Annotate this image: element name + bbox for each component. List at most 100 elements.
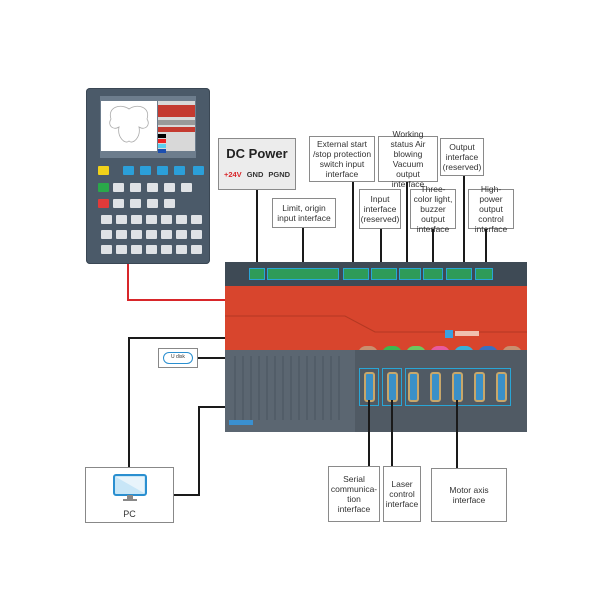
- wire-pc-bottom-v: [198, 406, 200, 496]
- key-green: [98, 183, 109, 192]
- key-num-4: [146, 215, 157, 224]
- label-three-color-light: Three-color light, buzzer output interfa…: [410, 184, 456, 234]
- key-num-6: [116, 230, 127, 239]
- key-num-2: [116, 215, 127, 224]
- wire-serial: [368, 400, 370, 466]
- butterfly-graphic-icon: [109, 105, 149, 143]
- key-num-12: [146, 245, 157, 254]
- label-external-start-stop: External start /stop protection switch i…: [309, 136, 375, 182]
- dc-power-box: DC Power +24V GND PGND: [218, 138, 296, 190]
- usb-drive-box: U disk: [158, 348, 198, 368]
- label-output-reserved: Output interface (reserved): [440, 138, 484, 176]
- key-nav-1: [161, 215, 172, 224]
- key-function-2: [140, 166, 151, 175]
- key-function-3: [157, 166, 168, 175]
- wire-pc-bottom-h: [198, 406, 225, 408]
- key-row1-4: [164, 183, 175, 192]
- key-nav-8: [176, 245, 187, 254]
- key-row2-1: [113, 199, 124, 208]
- label-working-status: Working status Air blowing Vacuum output…: [378, 129, 438, 189]
- panel-cable: [127, 264, 129, 300]
- key-nav-3: [191, 215, 202, 224]
- label-serial: Serial communica-tion interface: [328, 466, 380, 522]
- label-motor-axis: Motor axis interface: [431, 468, 507, 522]
- terminal-block-high-power: [475, 268, 493, 280]
- wire-limit-origin: [302, 228, 304, 270]
- key-row2-2: [130, 199, 141, 208]
- terminal-block-power: [249, 268, 265, 280]
- wire-external-start-stop: [352, 182, 354, 270]
- wire-usb: [198, 357, 225, 359]
- board-red-cover: [225, 286, 527, 352]
- board-vent-panel: [225, 350, 355, 432]
- serial-db9-connector[interactable]: [364, 372, 375, 402]
- key-yellow: [98, 166, 109, 175]
- motor-axis-connector-5[interactable]: [496, 372, 507, 402]
- terminal-block-input: [371, 268, 397, 280]
- panel-cable-horizontal: [127, 299, 225, 301]
- motor-axis-connector-2[interactable]: [430, 372, 441, 402]
- pin-24v: +24V: [223, 170, 242, 179]
- usb-drive-icon: U disk: [163, 352, 193, 364]
- key-row2-4: [164, 199, 175, 208]
- key-red: [98, 199, 109, 208]
- terminal-block-limit: [267, 268, 339, 280]
- wire-three-color-light: [432, 229, 434, 270]
- panel-screen-preview: [101, 101, 157, 151]
- wire-pc-vertical: [128, 337, 130, 468]
- motor-axis-connector-3[interactable]: [452, 372, 463, 402]
- key-num-9: [101, 245, 112, 254]
- laser-db9-connector[interactable]: [387, 372, 398, 402]
- key-num-11: [131, 245, 142, 254]
- label-limit-origin: Limit, origin input interface: [272, 198, 336, 228]
- wire-input-reserved: [380, 229, 382, 270]
- key-function-4: [174, 166, 185, 175]
- key-num-7: [131, 230, 142, 239]
- key-row1-3: [147, 183, 158, 192]
- key-num-1: [101, 215, 112, 224]
- usb-drive-label: U disk: [171, 354, 185, 360]
- wire-pc-bottom-in: [172, 494, 200, 496]
- key-row1-5: [181, 183, 192, 192]
- terminal-block-light: [423, 268, 443, 280]
- terminal-block-external: [343, 268, 369, 280]
- motor-ports-frame: [405, 368, 511, 406]
- key-function-1: [123, 166, 134, 175]
- wire-pc-top: [128, 337, 225, 339]
- key-row1-1: [113, 183, 124, 192]
- key-nav-9: [191, 245, 202, 254]
- key-num-10: [116, 245, 127, 254]
- terminal-block-status: [399, 268, 421, 280]
- key-row1-2: [130, 183, 141, 192]
- key-nav-5: [176, 230, 187, 239]
- key-num-5: [101, 230, 112, 239]
- motor-axis-connector-1[interactable]: [408, 372, 419, 402]
- wire-high-power-output: [485, 229, 487, 270]
- label-high-power-output: High-power output control interface: [468, 184, 514, 234]
- key-nav-2: [176, 215, 187, 224]
- board-model-tag: [229, 420, 253, 425]
- key-nav-7: [161, 245, 172, 254]
- key-num-3: [131, 215, 142, 224]
- dc-power-title: DC Power: [226, 146, 288, 161]
- wire-dc-power: [256, 190, 258, 270]
- panel-screen-sidebar: [158, 101, 195, 153]
- key-nav-6: [191, 230, 202, 239]
- monitor-icon: [113, 474, 147, 501]
- brand-text: [455, 331, 479, 336]
- key-row2-3: [147, 199, 158, 208]
- key-num-8: [146, 230, 157, 239]
- pc-box: PC: [85, 467, 174, 523]
- wire-working-status: [406, 182, 408, 270]
- key-nav-4: [161, 230, 172, 239]
- terminal-block-output: [446, 268, 472, 280]
- brand-logo-icon: [445, 330, 453, 338]
- pin-pgnd: PGND: [268, 170, 291, 179]
- key-function-5: [193, 166, 204, 175]
- pc-label: PC: [123, 509, 136, 519]
- motor-axis-connector-4[interactable]: [474, 372, 485, 402]
- label-laser: Laser control interface: [383, 466, 421, 522]
- pin-gnd: GND: [246, 170, 264, 179]
- label-input-reserved: Input interface (reserved): [359, 189, 401, 229]
- wire-motor-axis: [456, 400, 458, 468]
